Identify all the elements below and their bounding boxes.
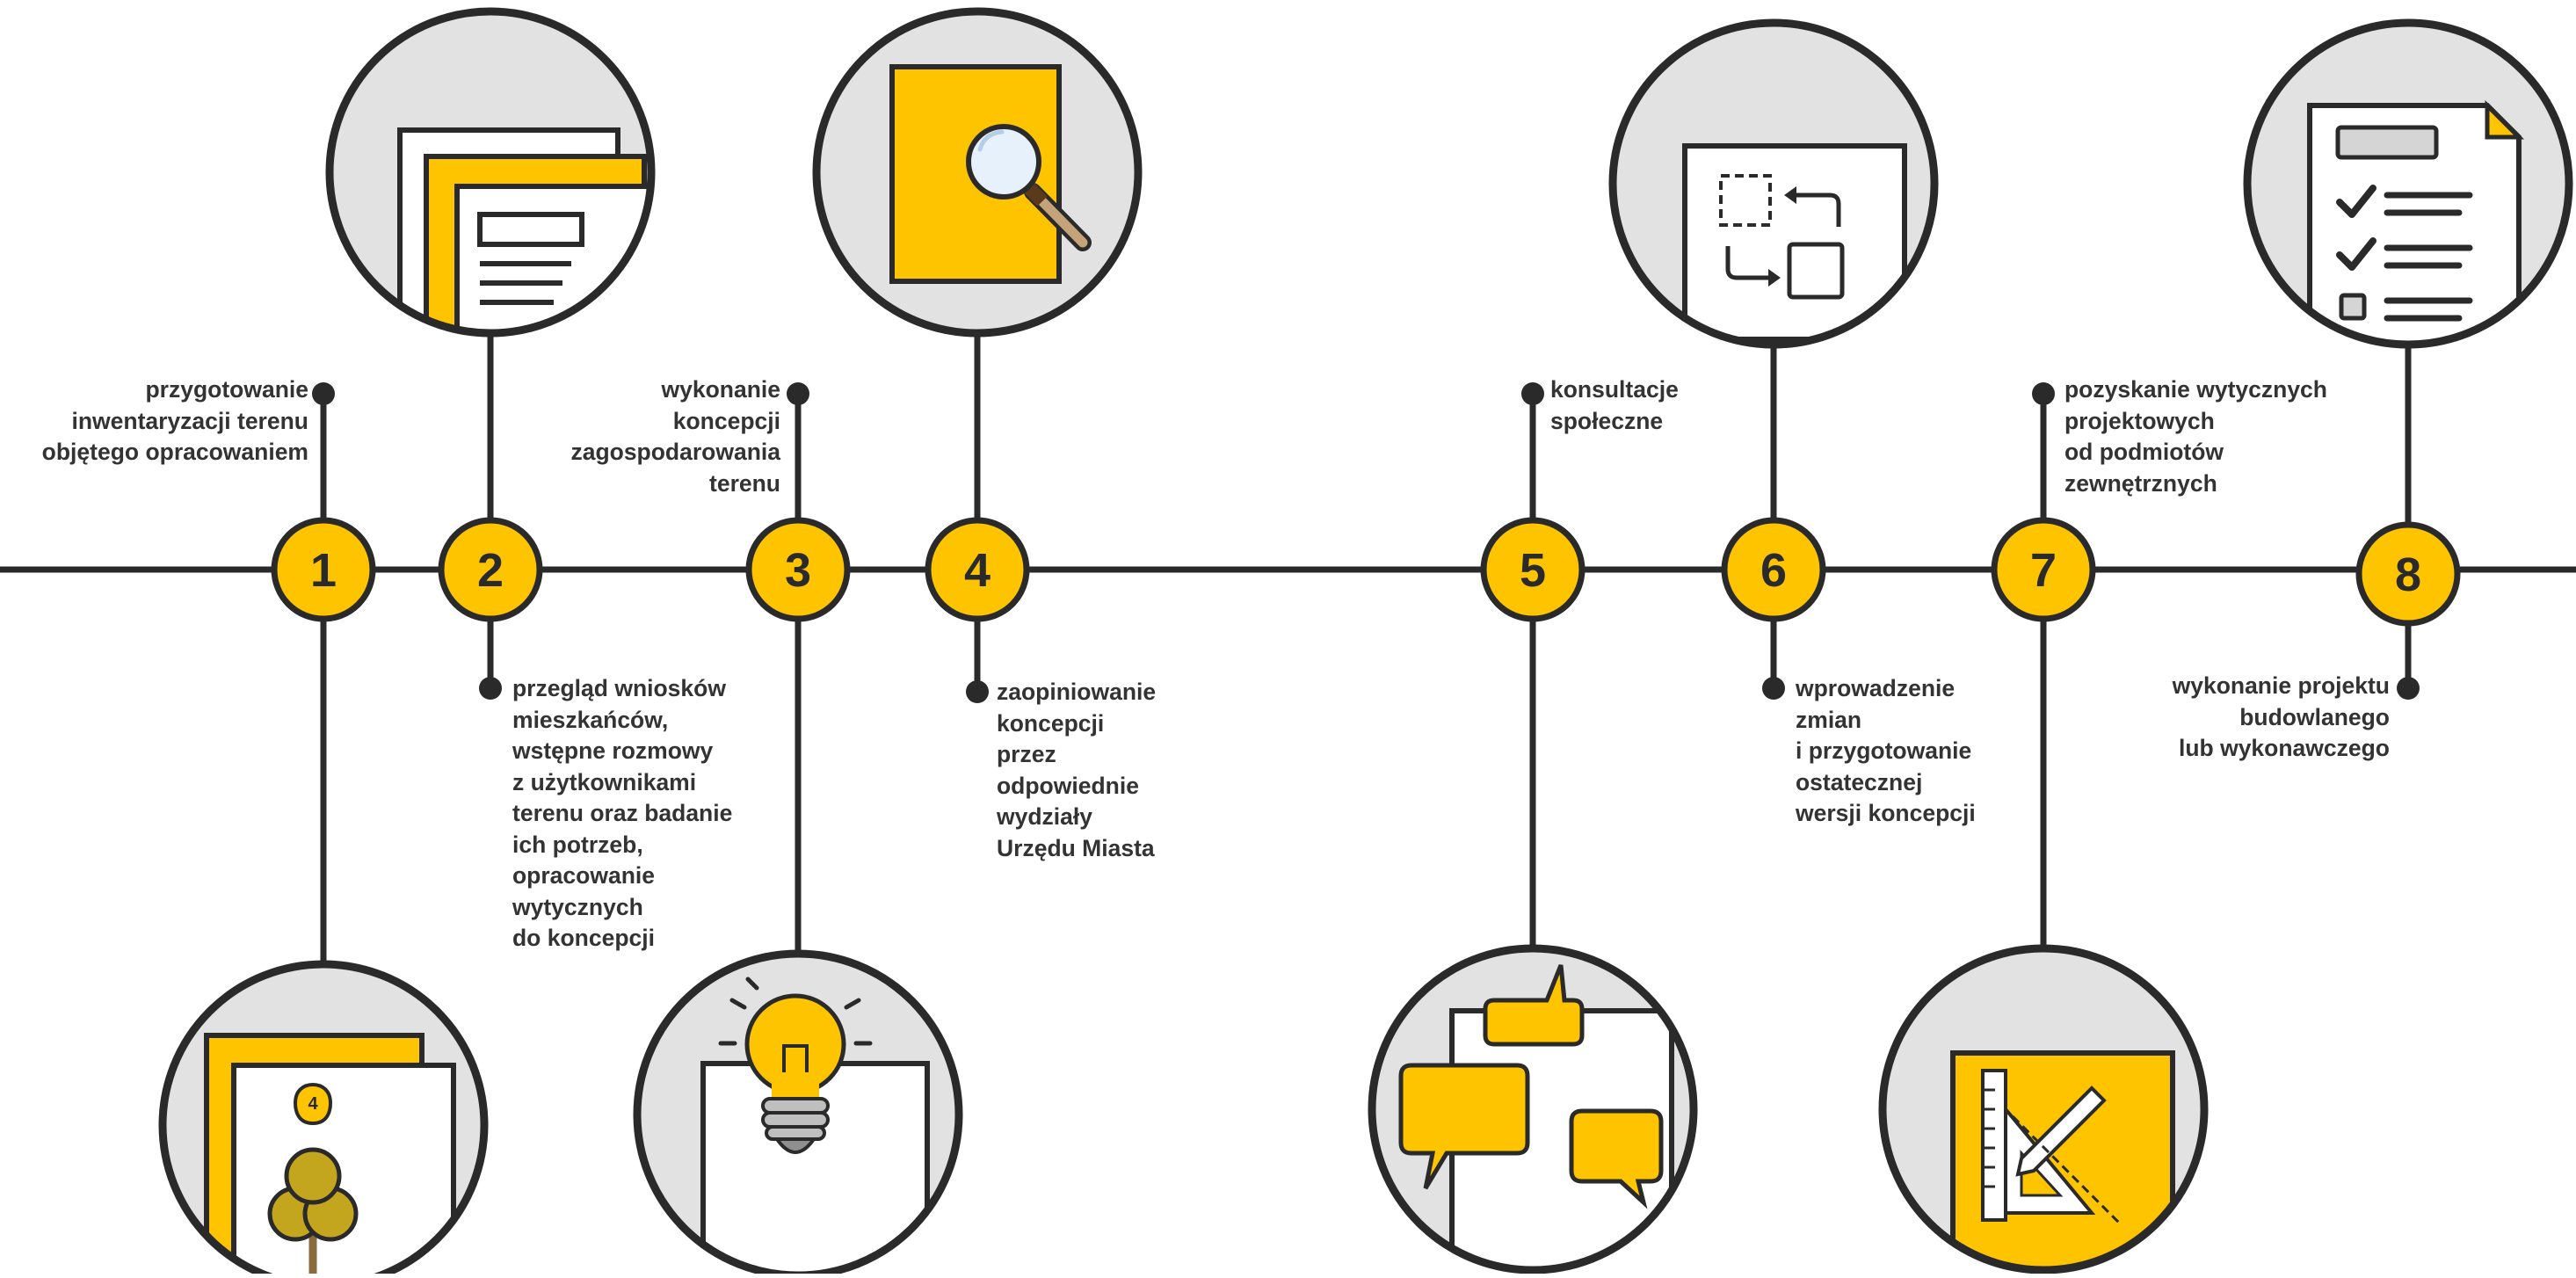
step-label-1: przygotowanie inwentaryzacji terenu obję… [41,376,308,465]
step-marker-1: 1 [271,517,376,622]
step-label-4: zaopiniowanie koncepcji przez odpowiedni… [997,679,1157,861]
step-label-7: pozyskanie wytycznych projektowych od po… [2064,376,2327,497]
connector-dots [312,382,2420,703]
step-number-4: 4 [964,544,990,597]
checklist-document-icon [2243,18,2573,349]
step-label-3: wykonanie koncepcji zagospodarowania ter… [570,376,780,497]
lightbulb-icon [633,949,963,1278]
step-marker-5: 5 [1480,517,1586,622]
step-number-3: 3 [785,544,811,597]
rearrange-document-icon [1608,18,1939,349]
step-marker-4: 4 [925,517,1030,622]
step-label-6: wprowadzenie zmian i przygotowanie ostat… [1796,675,1976,826]
step-marker-6: 6 [1721,517,1826,622]
step-marker-8: 8 [2355,521,2461,627]
map-badge-number: 4 [308,1094,318,1114]
step-number-7: 7 [2030,544,2057,597]
drafting-tools-icon [1878,944,2209,1274]
magnifier-document-icon [812,7,1143,338]
step-label-5: konsultacje społeczne [1550,376,1679,434]
step-number-8: 8 [2395,548,2421,601]
step-markers: 1 2 3 4 5 6 7 8 [271,517,2461,627]
step-number-5: 5 [1520,544,1546,597]
step-number-6: 6 [1760,544,1787,597]
speech-bubbles-icon [1368,944,1698,1274]
step-label-2: przegląd wniosków mieszkańców, wstępne r… [512,675,733,951]
step-number-1: 1 [310,544,337,597]
step-marker-2: 2 [438,517,543,622]
step-number-2: 2 [477,544,504,597]
step-marker-3: 3 [745,517,851,622]
connectors [320,333,2412,964]
step-marker-7: 7 [1991,517,2096,622]
step-label-8: wykonanie projektu budowlanego lub wykon… [2172,672,2390,761]
documents-stack-icon [325,7,656,338]
map-with-tree-icon: 4 [158,960,489,1278]
